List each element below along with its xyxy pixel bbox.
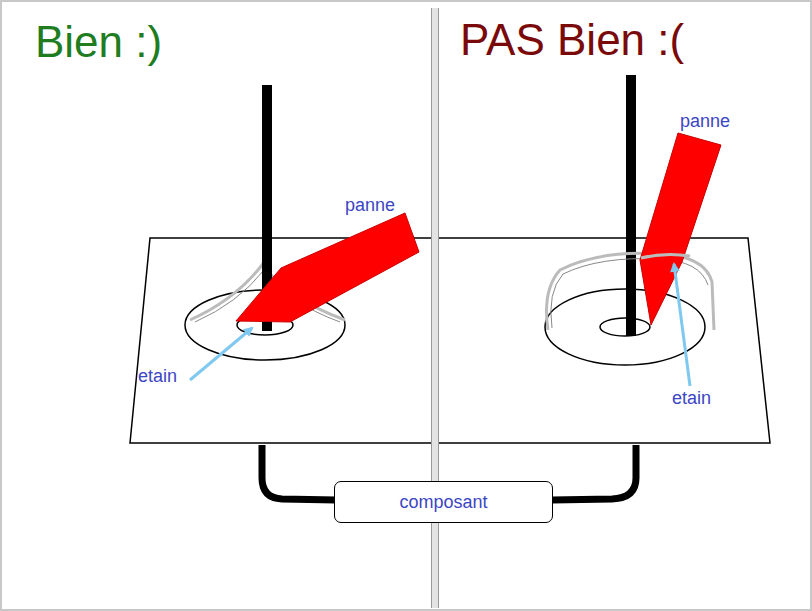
leader-arrow [674, 264, 690, 386]
component-label: composant [399, 492, 487, 513]
leader-arrow [190, 328, 252, 380]
part-label: panne [345, 196, 395, 216]
iron-tip [236, 213, 419, 322]
part-label: panne [680, 112, 730, 132]
pad-hole [600, 318, 650, 336]
component-box: composant [334, 481, 553, 523]
component-lead [262, 445, 336, 500]
panel-heading: PAS Bien :( [460, 16, 684, 64]
component-lead [552, 445, 636, 500]
solder-blob [547, 253, 715, 330]
pcb-board [435, 238, 770, 443]
iron-tip [640, 133, 721, 325]
solder-blob [641, 254, 690, 258]
part-label: etain [138, 367, 177, 387]
component-pin [626, 75, 636, 336]
part-label: etain [672, 389, 711, 409]
panel-heading: Bien :) [35, 18, 162, 66]
solder-blob [551, 259, 708, 328]
